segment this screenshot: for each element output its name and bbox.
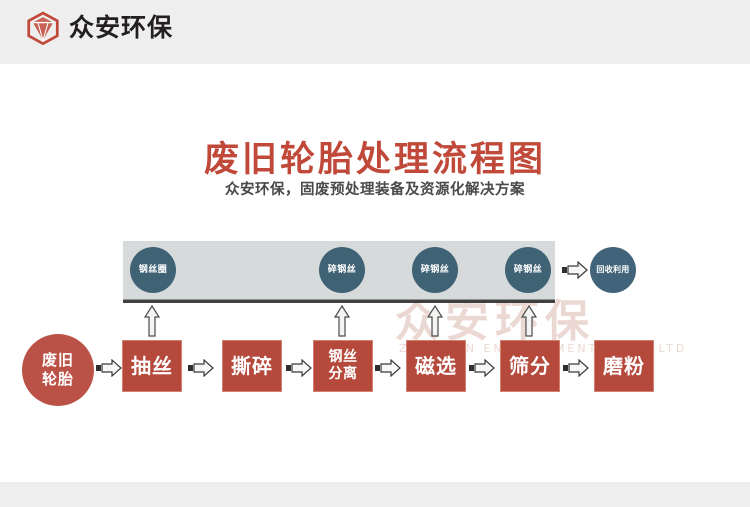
node-waste-tire-label: 废旧 轮胎 xyxy=(41,351,74,388)
header-band xyxy=(0,0,750,64)
up-arrow-byproduct-suigangsi-2 xyxy=(426,304,444,337)
step-cixuan-label: 磁选 xyxy=(415,354,457,378)
byproduct-suigangsi-1-label: 碎钢丝 xyxy=(327,264,357,275)
step-gangsifenli-label: 钢丝分离 xyxy=(328,349,358,382)
brand-name: 众安环保 xyxy=(69,13,174,42)
step-sisui-label: 撕碎 xyxy=(231,354,273,378)
byproduct-gangsiquan[interactable]: 钢丝圈 xyxy=(130,247,176,293)
byproduct-band-rule xyxy=(123,299,555,303)
byproduct-suigangsi-2-label: 碎钢丝 xyxy=(420,264,450,275)
up-arrow-byproduct-suigangsi-3 xyxy=(520,304,538,337)
footer-band xyxy=(0,482,750,507)
page-subtitle: 众安环保，固废预处理装备及资源化解决方案 xyxy=(225,181,525,198)
up-arrow-byproduct-gangsiquan xyxy=(143,304,161,337)
byproduct-suigangsi-2[interactable]: 碎钢丝 xyxy=(412,247,458,293)
byproduct-suigangsi-3-label: 碎钢丝 xyxy=(513,264,543,275)
arrow-gangsifenli-to-cixuan xyxy=(375,358,401,378)
gem-hexagon-icon xyxy=(27,11,59,45)
arrow-chousi-to-sisui xyxy=(188,358,214,378)
arrow-cixuan-to-shaifen xyxy=(469,358,495,378)
step-cixuan[interactable]: 磁选 xyxy=(406,340,466,392)
node-waste-tire[interactable]: 废旧 轮胎 xyxy=(22,334,94,406)
arrow-shaifen-to-mofen xyxy=(563,358,589,378)
step-gangsifenli[interactable]: 钢丝分离 xyxy=(313,340,373,392)
step-shaifen-label: 筛分 xyxy=(509,354,551,378)
step-shaifen[interactable]: 筛分 xyxy=(500,340,560,392)
step-chousi-label: 抽丝 xyxy=(131,354,173,378)
step-chousi[interactable]: 抽丝 xyxy=(122,340,182,392)
up-arrow-byproduct-suigangsi-1 xyxy=(333,304,351,337)
arrow-to-huishouliyong xyxy=(562,260,588,280)
byproduct-gangsiquan-label: 钢丝圈 xyxy=(138,264,168,275)
arrow-start-to-chousi xyxy=(96,358,122,378)
brand-logo[interactable]: 众安环保 xyxy=(26,11,173,45)
byproduct-suigangsi-3[interactable]: 碎钢丝 xyxy=(505,247,551,293)
byproduct-suigangsi-1[interactable]: 碎钢丝 xyxy=(319,247,365,293)
node-huishouliyong-label: 回收利用 xyxy=(596,265,630,274)
step-sisui[interactable]: 撕碎 xyxy=(222,340,282,392)
arrow-sisui-to-gangsifenli xyxy=(286,358,312,378)
page-title: 废旧轮胎处理流程图 xyxy=(203,140,546,180)
step-mofen-label: 磨粉 xyxy=(603,354,645,378)
step-mofen[interactable]: 磨粉 xyxy=(594,340,654,392)
node-huishouliyong[interactable]: 回收利用 xyxy=(590,247,636,293)
